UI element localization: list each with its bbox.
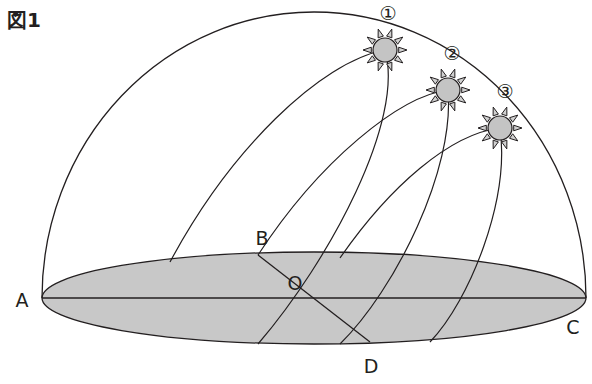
sun-ray xyxy=(430,96,438,103)
sun-ray xyxy=(367,37,375,44)
sun-ray xyxy=(399,47,407,53)
horizon-plane xyxy=(42,252,586,344)
callout-number: ③ xyxy=(496,82,513,101)
sun-ray xyxy=(478,125,486,131)
sun-ray xyxy=(441,102,446,111)
sun-ray xyxy=(387,62,392,71)
sun-ray xyxy=(378,29,383,38)
figure-number: 図1 xyxy=(7,10,41,30)
sun-disc xyxy=(488,116,512,140)
point-label: A xyxy=(16,291,29,310)
sun-ray xyxy=(363,47,371,53)
sun-ray xyxy=(387,29,392,38)
sun-ray xyxy=(378,62,383,71)
sun-ray xyxy=(395,56,403,63)
point-label: D xyxy=(364,357,379,376)
sun-ray xyxy=(510,134,518,141)
sun-ray xyxy=(514,125,522,131)
sun-ray xyxy=(510,115,518,122)
sun-ray xyxy=(493,107,498,116)
sun-ray xyxy=(502,107,507,116)
sun-ray xyxy=(441,69,446,78)
sun-ray xyxy=(430,77,438,84)
sun-ray xyxy=(367,56,375,63)
point-label: O xyxy=(288,274,303,293)
sun-symbols xyxy=(363,29,522,149)
sun-ray xyxy=(395,37,403,44)
sun-ray xyxy=(482,115,490,122)
sun-ray xyxy=(462,87,470,93)
sun-ray xyxy=(458,77,466,84)
callout-number: ② xyxy=(443,44,460,63)
dome-outline xyxy=(42,12,586,298)
point-label: B xyxy=(255,229,268,248)
sun-ray xyxy=(502,140,507,149)
sun-paths xyxy=(170,50,502,344)
sun-ray xyxy=(482,134,490,141)
sun-ray xyxy=(450,69,455,78)
sun-disc xyxy=(373,38,397,62)
sun-ray xyxy=(493,140,498,149)
sun-ray xyxy=(426,87,434,93)
sun-ray xyxy=(450,102,455,111)
sun-disc xyxy=(436,78,460,102)
point-label: C xyxy=(566,318,579,337)
callout-number: ① xyxy=(379,4,396,23)
sun-ray xyxy=(458,96,466,103)
